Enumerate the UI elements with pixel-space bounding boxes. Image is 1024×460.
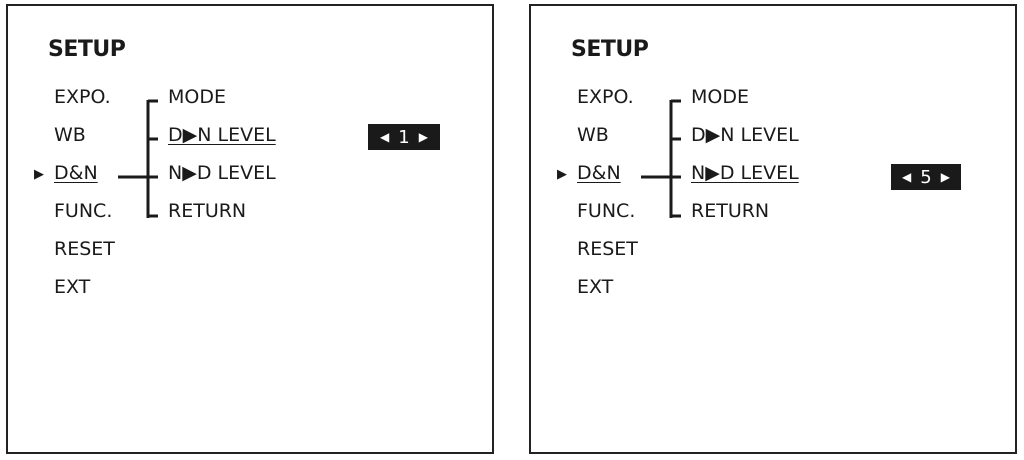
setup-panel-right: SETUP ▶ EXPO. WB D&N FUNC. RESET EXT MOD… bbox=[529, 4, 1017, 454]
menu-item-func[interactable]: FUNC. bbox=[577, 200, 636, 222]
menu-item-ext[interactable]: EXT bbox=[577, 276, 614, 298]
menu-item-func[interactable]: FUNC. bbox=[54, 200, 113, 222]
submenu-connector bbox=[641, 99, 681, 218]
submenu-item-dn-level[interactable]: D▶N LEVEL bbox=[168, 124, 276, 146]
menu-item-dn[interactable]: D&N bbox=[54, 162, 98, 184]
submenu-connector bbox=[118, 99, 158, 218]
level-value-control[interactable]: ◀ 5 ▶ bbox=[891, 164, 961, 190]
submenu-item-nd-level[interactable]: N▶D LEVEL bbox=[168, 162, 276, 184]
level-value: 1 bbox=[398, 126, 410, 148]
submenu-item-mode[interactable]: MODE bbox=[691, 86, 749, 108]
level-value-control[interactable]: ◀ 1 ▶ bbox=[368, 124, 440, 150]
menu-cursor-icon: ▶ bbox=[557, 167, 567, 182]
menu-item-wb[interactable]: WB bbox=[54, 124, 86, 146]
setup-panel-left: SETUP ▶ EXPO. WB D&N FUNC. RESET EXT MOD… bbox=[6, 4, 494, 454]
decrease-arrow-icon[interactable]: ◀ bbox=[380, 130, 390, 144]
submenu-item-return[interactable]: RETURN bbox=[691, 200, 770, 222]
menu-cursor-icon: ▶ bbox=[34, 167, 44, 182]
menu-item-expo[interactable]: EXPO. bbox=[54, 86, 111, 108]
menu-item-expo[interactable]: EXPO. bbox=[577, 86, 634, 108]
panel-title: SETUP bbox=[571, 37, 649, 62]
increase-arrow-icon[interactable]: ▶ bbox=[940, 170, 950, 184]
menu-item-dn[interactable]: D&N bbox=[577, 162, 621, 184]
submenu-item-mode[interactable]: MODE bbox=[168, 86, 226, 108]
menu-item-ext[interactable]: EXT bbox=[54, 276, 91, 298]
decrease-arrow-icon[interactable]: ◀ bbox=[902, 170, 912, 184]
submenu-item-nd-level[interactable]: N▶D LEVEL bbox=[691, 162, 799, 184]
level-value: 5 bbox=[920, 166, 932, 188]
menu-item-reset[interactable]: RESET bbox=[54, 238, 115, 260]
menu-item-reset[interactable]: RESET bbox=[577, 238, 638, 260]
panel-title: SETUP bbox=[48, 37, 126, 62]
menu-item-wb[interactable]: WB bbox=[577, 124, 609, 146]
increase-arrow-icon[interactable]: ▶ bbox=[418, 130, 428, 144]
submenu-item-dn-level[interactable]: D▶N LEVEL bbox=[691, 124, 799, 146]
submenu-item-return[interactable]: RETURN bbox=[168, 200, 247, 222]
